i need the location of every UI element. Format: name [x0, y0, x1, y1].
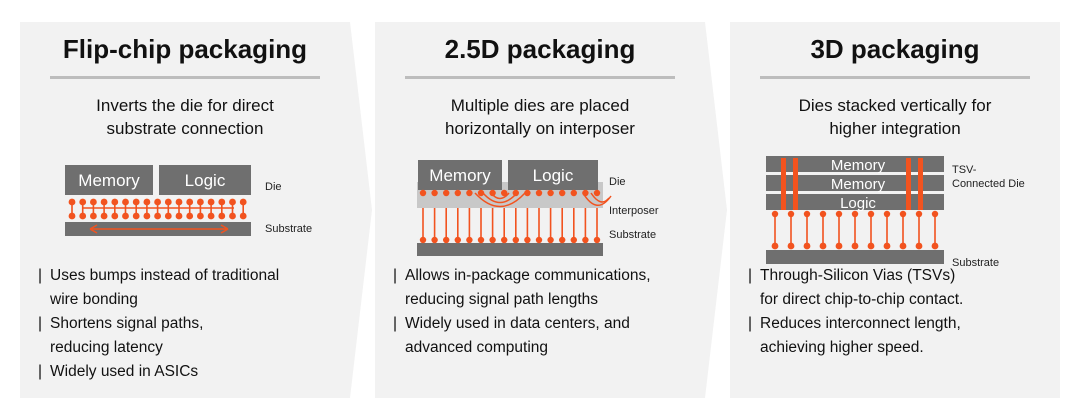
memory-label-top: Memory	[831, 157, 886, 174]
interposer-routing	[474, 192, 612, 208]
bullet-text: achieving higher speed.	[760, 339, 924, 356]
interposer-pillars	[419, 208, 601, 244]
bullet-item: | Reduces interconnect length, achieving h…	[748, 312, 1053, 360]
bump-row	[419, 189, 601, 197]
panel-subtitle: Multiple dies are placed horizontally on…	[385, 94, 695, 140]
subtitle-line: Dies stacked vertically for	[798, 96, 992, 115]
memory-die-bottom	[766, 175, 944, 191]
subtitle-line: Inverts the die for direct	[96, 96, 274, 115]
memory-label-bottom: Memory	[831, 176, 886, 193]
bullet-bar-icon: |	[38, 315, 43, 332]
logic-label: Logic	[533, 166, 574, 185]
bullet-text: reducing latency	[50, 339, 163, 356]
tsv-label: TSV-	[952, 164, 977, 176]
bullet-text: Reduces interconnect length,	[760, 315, 961, 332]
panel-title: 2.5D packaging	[444, 34, 636, 64]
subtitle-line: higher integration	[829, 119, 961, 138]
bullet-bar-icon: |	[393, 267, 398, 284]
subtitle-line: Multiple dies are placed	[450, 96, 630, 115]
memory-die	[418, 160, 502, 190]
memory-label: Memory	[78, 171, 140, 190]
subtitle-line: horizontally on interposer	[445, 119, 635, 138]
bullet-text: Widely used in data centers, and	[405, 315, 630, 332]
memory-label: Memory	[429, 166, 491, 185]
substrate-layer	[417, 243, 603, 256]
bump-pillars	[771, 210, 939, 250]
connected-die-label: Connected Die	[952, 178, 1025, 190]
panel-subtitle: Dies stacked vertically for higher integ…	[740, 94, 1050, 140]
bullet-bar-icon: |	[748, 267, 753, 284]
bullet-text: Uses bumps instead of traditional	[50, 267, 280, 284]
bullet-bar-icon: |	[38, 363, 43, 380]
logic-die	[508, 160, 598, 190]
subtitle-line: substrate connection	[106, 119, 264, 138]
bullet-text: Allows in-package communications,	[405, 267, 651, 284]
chevron-arrow-icon	[705, 22, 727, 398]
bullet-text: Through-Silicon Vias (TSVs)	[760, 267, 956, 284]
bullet-item: | Shortens signal paths, reducing latency	[38, 312, 343, 360]
bullet-text: advanced computing	[405, 339, 549, 356]
bullet-item: | Through-Silicon Vias (TSVs) for direct c…	[748, 264, 1053, 312]
bullet-item: | Uses bumps instead of traditional wire b…	[38, 264, 343, 312]
logic-die	[766, 194, 944, 210]
bullet-item: | Widely used in ASICs	[38, 360, 343, 384]
panel-3d: 3D packaging Dies stacked vertically for…	[730, 22, 1060, 398]
title-divider	[50, 76, 320, 79]
flip-chip-diagram: Memory Logic Die Substrate	[65, 165, 312, 236]
tsv-vias	[781, 158, 923, 210]
substrate-layer	[766, 250, 944, 264]
die-label: Die	[609, 176, 626, 188]
logic-die	[159, 165, 251, 195]
bullet-bar-icon: |	[38, 267, 43, 284]
panel-flip-chip: Flip-chip packaging Inverts the die for …	[20, 22, 350, 398]
bullet-text: for direct chip-to-chip contact.	[760, 291, 964, 308]
substrate-label: Substrate	[952, 257, 999, 269]
panel-title: 3D packaging	[810, 34, 980, 64]
bullet-text: Widely used in ASICs	[50, 363, 199, 380]
bullet-text: Shortens signal paths,	[50, 315, 204, 332]
bullet-bar-icon: |	[393, 315, 398, 332]
substrate-label: Substrate	[609, 229, 656, 241]
bullet-text: reducing signal path lengths	[405, 291, 599, 308]
panel-title: Flip-chip packaging	[62, 34, 308, 64]
die-label: Die	[265, 181, 282, 193]
interposer-label: Interposer	[609, 205, 659, 217]
bullet-item: | Widely used in data centers, and advance…	[393, 312, 698, 360]
signal-path-arrow	[89, 224, 229, 234]
bullet-list: | Through-Silicon Vias (TSVs) for direct c…	[748, 264, 1053, 360]
2-5d-diagram: Memory Logic Die Interposer Substrate	[417, 160, 659, 256]
bullet-list: | Allows in-package communications, reduci…	[393, 264, 698, 360]
bump-row	[68, 198, 247, 220]
title-divider	[405, 76, 675, 79]
logic-label: Logic	[840, 195, 876, 212]
logic-label: Logic	[185, 171, 226, 190]
substrate-label: Substrate	[265, 223, 312, 235]
memory-die	[65, 165, 153, 195]
panel-2-5d: 2.5D packaging Multiple dies are placed …	[375, 22, 705, 398]
bullet-text: wire bonding	[50, 291, 138, 308]
title-divider	[760, 76, 1030, 79]
bullet-item: | Allows in-package communications, reduci…	[393, 264, 698, 312]
memory-die-top	[766, 156, 944, 172]
bullet-bar-icon: |	[748, 315, 753, 332]
panel-subtitle: Inverts the die for direct substrate con…	[30, 94, 340, 140]
3d-diagram: Memory Memory Logic TSV- Connected Die S…	[766, 156, 1025, 269]
bullet-list: | Uses bumps instead of traditional wire b…	[38, 264, 343, 384]
chevron-arrow-icon	[350, 22, 372, 398]
